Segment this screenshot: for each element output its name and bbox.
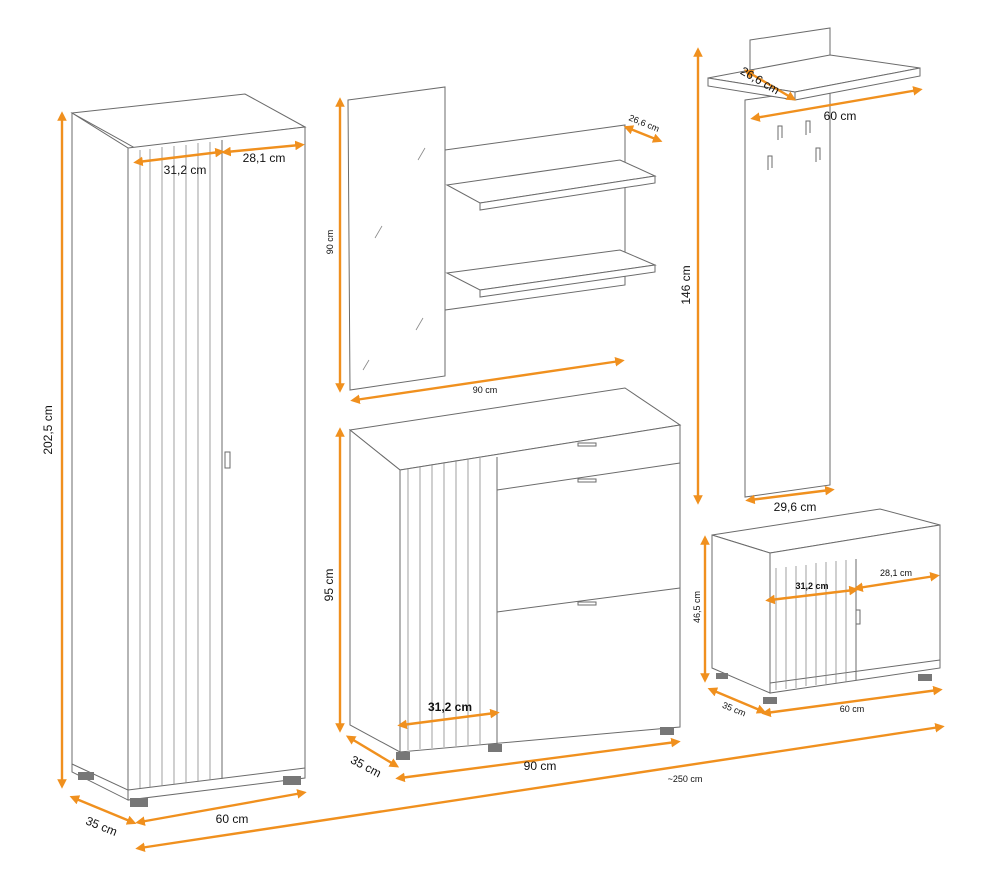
sideboard-depth-label: 35 cm <box>348 753 383 781</box>
drawer-handle <box>577 478 597 483</box>
sideboard-width-label: 90 cm <box>524 759 557 773</box>
dimension-line <box>133 147 225 167</box>
bench-slat-width-label: 31,2 cm <box>795 581 828 591</box>
tall-cabinet-door-width-label: 28,1 cm <box>243 151 286 165</box>
coat-rack-height-label: 146 cm <box>679 265 693 304</box>
shoe-bench <box>711 508 941 704</box>
total-width-dimension-line <box>135 722 945 853</box>
dimension-line <box>745 485 835 505</box>
tall-cabinet-width-label: 60 cm <box>216 812 249 826</box>
foot <box>283 776 301 785</box>
drawer <box>496 462 681 491</box>
dimension-line <box>623 125 663 143</box>
sideboard-slat-width-label: 31,2 cm <box>428 700 472 714</box>
total-width-label: ~250 cm <box>668 774 703 784</box>
dimension-line <box>221 140 305 157</box>
bench-height-label: 46,5 cm <box>692 591 702 623</box>
drawer-handle <box>577 601 597 606</box>
tall-cabinet-height-label: 202,5 cm <box>41 405 55 454</box>
tall-cabinet-front <box>127 126 306 801</box>
mirror-width-label: 90 cm <box>473 385 498 395</box>
dimension-line <box>761 685 943 718</box>
dimension-line <box>69 795 137 825</box>
dimension-line <box>853 571 940 593</box>
slat-door <box>407 458 481 750</box>
tall-cabinet-slat-width-label: 31,2 cm <box>164 163 207 177</box>
bench-door-width-label: 28,1 cm <box>880 568 912 578</box>
tall-cabinet-depth-label: 35 cm <box>84 814 120 839</box>
drawer <box>496 587 681 613</box>
foot <box>78 772 94 780</box>
tall-cabinet <box>70 93 307 807</box>
foot <box>130 798 148 807</box>
dimension-line <box>350 356 625 405</box>
mirror <box>347 86 446 391</box>
dimension-line <box>750 86 923 122</box>
drawer-handle <box>577 442 597 447</box>
wall-shelf <box>444 124 657 311</box>
bench-width-label: 60 cm <box>840 704 865 714</box>
coat-rack-panel <box>744 87 831 498</box>
dimension-line <box>765 585 859 605</box>
door-handle <box>855 609 861 625</box>
sideboard-height-label: 95 cm <box>322 569 336 602</box>
slat-door <box>139 140 223 788</box>
dimension-line <box>707 687 767 714</box>
door-handle <box>224 451 231 469</box>
coat-rack-panel-width-label: 29,6 cm <box>774 500 817 514</box>
coat-rack <box>707 27 921 498</box>
coat-rack-shelf-width-label: 60 cm <box>824 109 857 123</box>
sideboard <box>348 387 682 760</box>
mirror-height-label: 90 cm <box>325 230 335 255</box>
